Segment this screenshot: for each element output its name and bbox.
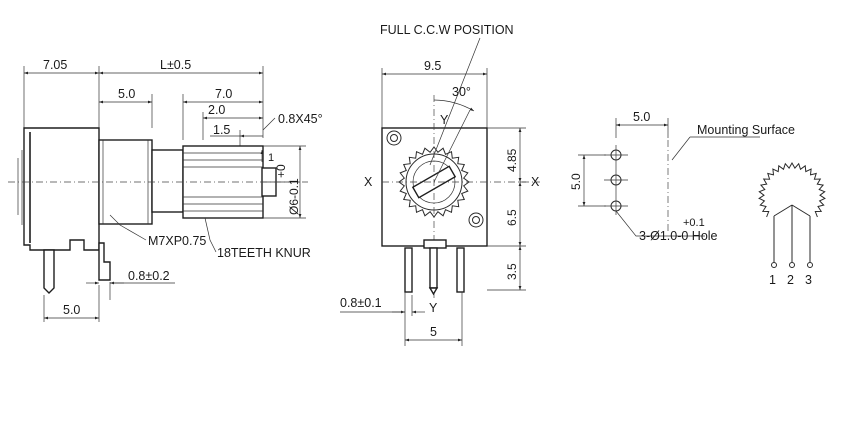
side-view: 7.05 L±0.5 5.0 7.0 2.0 1.5 0.8X45° 1 +0 … [8, 58, 323, 322]
dim-5-0: 5.0 [118, 87, 135, 101]
dim-3-5: 3.5 [505, 263, 519, 280]
pin-1-label: 1 [769, 273, 776, 287]
pcb-spacing-h: 5.0 [633, 110, 650, 124]
dim-6-5: 6.5 [505, 209, 519, 226]
angle-label: 30° [452, 85, 471, 99]
dim-7-0: 7.0 [215, 87, 232, 101]
dim-1: 1 [268, 152, 274, 164]
dim-4-85: 4.85 [505, 148, 519, 172]
chamfer-label: 0.8X45° [278, 112, 323, 126]
ccw-title: FULL C.C.W POSITION [380, 23, 514, 37]
thread-label: M7XP0.75 [148, 234, 206, 248]
axis-x-right: X [531, 175, 540, 189]
tol-plus: +0 [274, 164, 288, 178]
pitch-label: 5 [430, 325, 437, 339]
mounting-surface: Mounting Surface [697, 123, 795, 137]
pin-label: 0.8±0.1 [340, 296, 382, 310]
front-width: 9.5 [424, 59, 441, 73]
shaft-dia: Ø6-0.1 [287, 178, 301, 215]
pcb-layout: 5.0 5.0 Mounting Surface +0.1 3-Ø1.0-0 H… [569, 110, 795, 243]
pin-3-label: 3 [805, 273, 812, 287]
dim-2-0: 2.0 [208, 103, 225, 117]
axis-x-left: X [364, 175, 373, 189]
hole-tol: +0.1 [683, 217, 705, 229]
axis-y-bottom: Y [429, 301, 438, 315]
axis-y-top: Y [440, 113, 449, 127]
terminal-label: 0.8±0.2 [128, 269, 170, 283]
pcb-spacing-v: 5.0 [569, 173, 583, 190]
dim-width: 7.05 [43, 58, 67, 72]
base-5-0: 5.0 [63, 303, 80, 317]
pin-2-label: 2 [787, 273, 794, 287]
hole-label: 3-Ø1.0-0 Hole [639, 229, 718, 243]
dim-length: L±0.5 [160, 58, 191, 72]
front-view: FULL C.C.W POSITION 9.5 30° Y X X Y 4.85… [340, 23, 540, 346]
knurl-label: 18TEETH KNUR [217, 246, 311, 260]
dim-1-5: 1.5 [213, 123, 230, 137]
schematic: 1 2 3 [758, 161, 826, 287]
